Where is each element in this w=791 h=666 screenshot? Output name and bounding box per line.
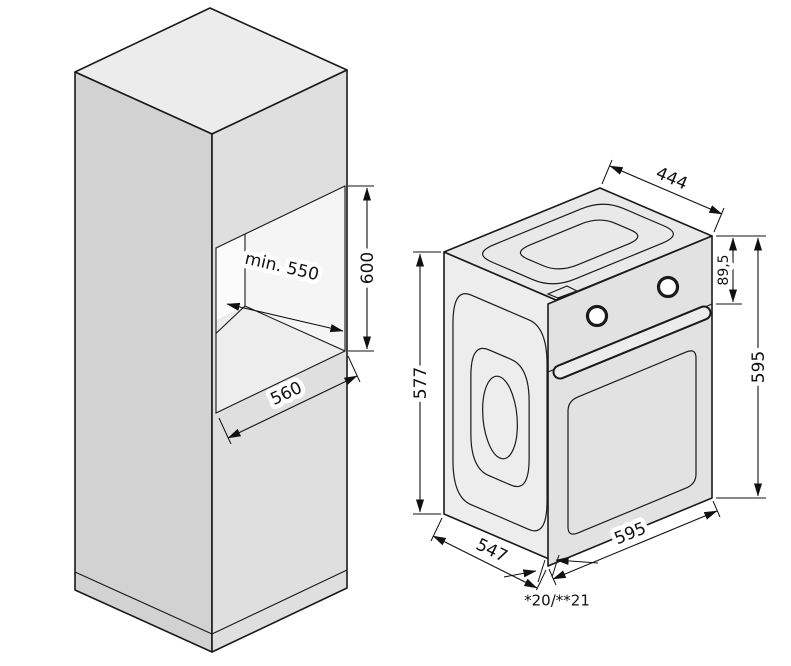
oven-door-window <box>567 350 697 535</box>
cabinet-plinth-line-side <box>74 571 213 635</box>
oven-side-face <box>443 251 557 563</box>
cabinet-plinth-line-front <box>211 569 348 635</box>
top-depth-label: 444 <box>653 163 691 194</box>
panel-height-label: 89,5 <box>716 254 732 285</box>
niche-height-label: 600 <box>358 252 378 284</box>
front-protrusion-label: *20/**21 <box>524 591 590 609</box>
oven-door-handle <box>552 305 712 380</box>
dim-oven-height: 595 <box>716 237 773 499</box>
oven-door-latch <box>546 285 579 299</box>
side-height-label: 577 <box>411 367 431 399</box>
oven-knob-left <box>585 304 609 328</box>
oven-drawing: 444 89,5 595 577 547 <box>411 160 769 609</box>
niche-opening-outline <box>215 185 346 414</box>
oven-side-emboss <box>453 287 547 537</box>
cabinet-side-face <box>74 71 213 653</box>
oven-height-label: 595 <box>749 351 769 383</box>
dim-side-height: 577 <box>406 251 441 515</box>
cabinet-drawing: min. 550 600 560 <box>74 7 382 653</box>
niche-floor <box>216 306 345 413</box>
dim-niche-height: 600 <box>348 185 382 352</box>
oven-knob-right <box>656 275 680 299</box>
